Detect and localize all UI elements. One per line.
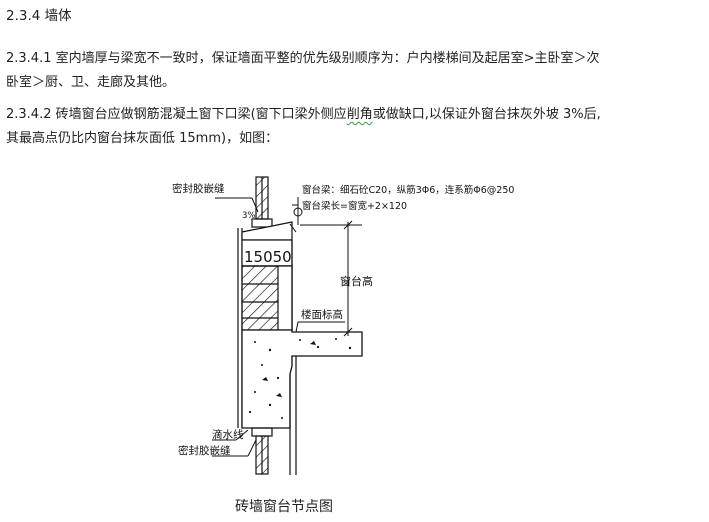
window-frame-top: [251, 176, 273, 228]
paragraph-2-line-2: 其最高点仍比内窗台抹灰面低 15mm)，如图：: [6, 131, 279, 146]
concrete-slab: [241, 329, 363, 429]
inner-wall-line: [289, 240, 297, 475]
label-beam-length: 窗台梁长=窗宽+2×120: [302, 200, 407, 212]
label-sill-height: 窗台高: [340, 274, 373, 288]
figure-caption: 砖墙窗台节点图: [235, 499, 333, 515]
paragraph-2-text-a: 2.3.4.2 砖墙窗台应做钢筋混凝土窗下口梁(窗下口梁外侧应: [6, 107, 347, 122]
label-floor-level: 楼面标高: [301, 308, 343, 321]
leader-lines: [212, 197, 345, 457]
section-heading: 2.3.4 墙体: [6, 8, 72, 24]
sill-height-dimension: [296, 220, 362, 337]
brick-wall-section: [241, 265, 293, 331]
label-drip-line: 滴水线: [212, 428, 244, 441]
label-beam-spec: 窗台梁：细石砼C20，纵筋3Φ6，连系筋Φ6@250: [302, 184, 514, 196]
label-seal-top: 密封胶嵌缝: [172, 182, 225, 195]
spellcheck-flagged-word[interactable]: 削角: [346, 107, 373, 122]
rebar-marker: [289, 207, 303, 233]
paragraph-2-line-1: 2.3.4.2 砖墙窗台应做钢筋混凝土窗下口梁(窗下口梁外侧应削角或做缺口,以保…: [6, 105, 601, 125]
paragraph-1-line-2: 卧室＞厨、卫、走廊及其他。: [6, 75, 176, 90]
label-dimension: 15050: [244, 248, 292, 266]
paragraph-2-text-b: 或做缺口,以保证外窗台抹灰外坡 3%后,: [372, 107, 601, 122]
label-seal-bottom: 密封胶嵌缝: [178, 444, 231, 457]
concrete-speckle: [248, 338, 352, 419]
label-slope: 3%: [242, 211, 256, 221]
window-frame-bottom: [251, 427, 273, 475]
paragraph-1-line-1: 2.3.4.1 室内墙厚与梁宽不一致时，保证墙面平整的优先级别顺序为：户内楼梯间…: [6, 51, 600, 66]
